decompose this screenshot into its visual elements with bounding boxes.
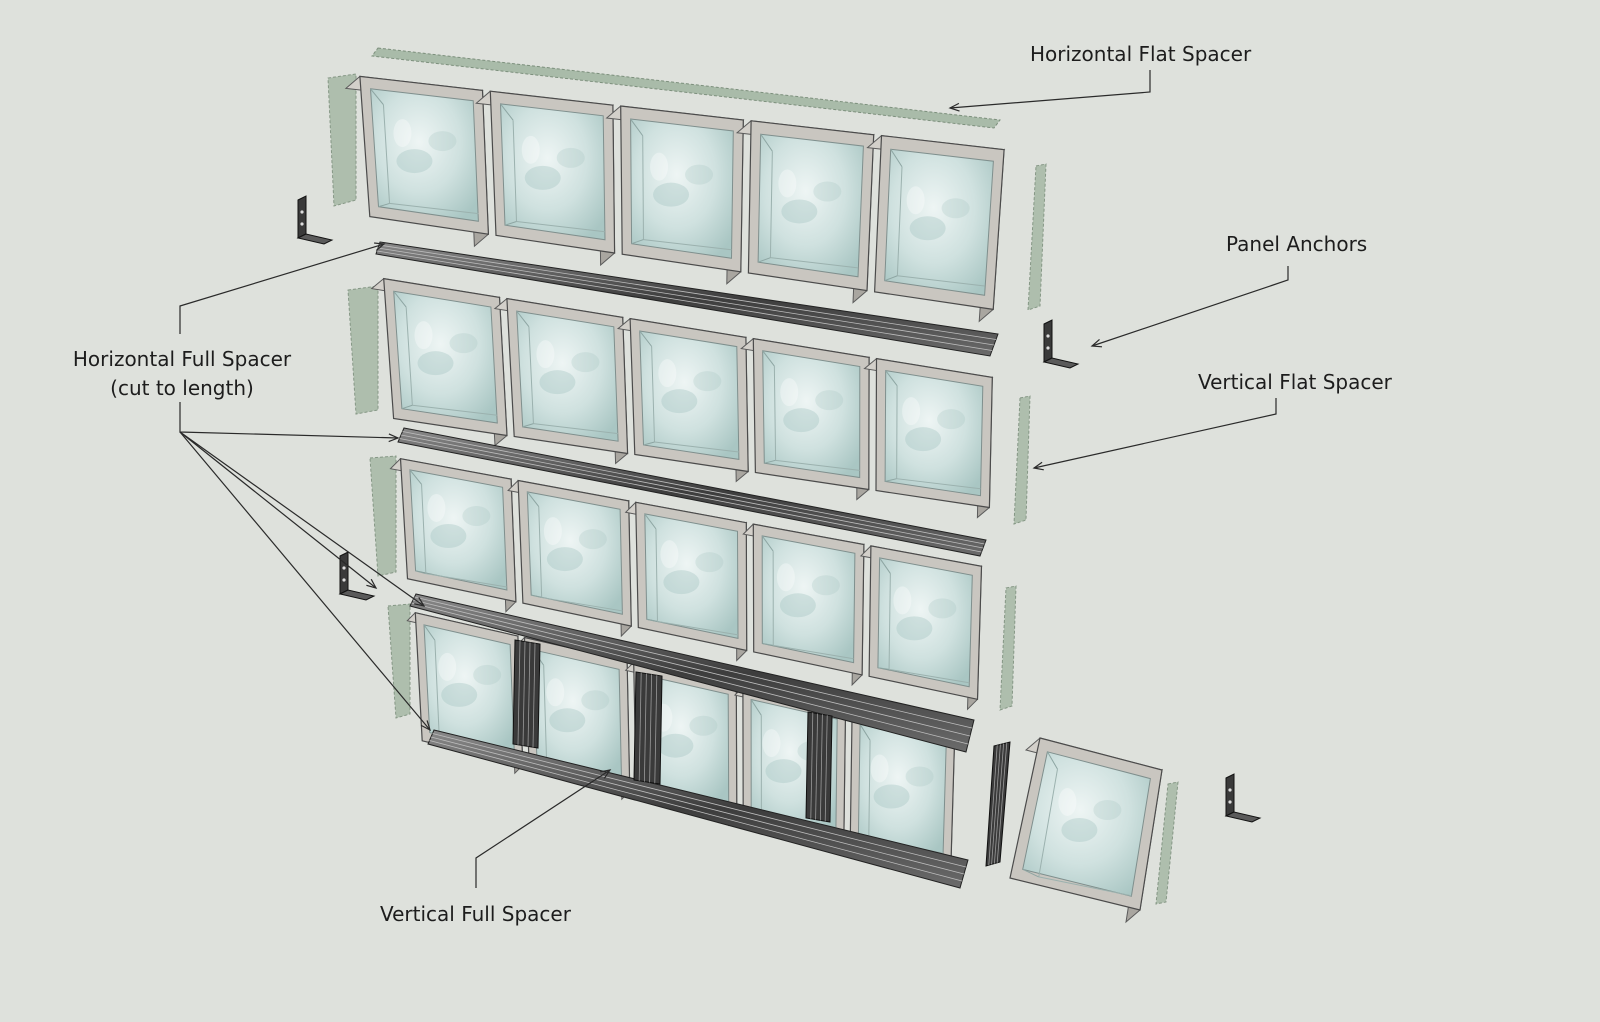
glass-block — [372, 279, 507, 446]
vertical-full-spacer — [986, 742, 1010, 866]
leader-line — [1092, 266, 1288, 346]
panel-anchor — [340, 552, 374, 600]
panel-anchor — [1226, 774, 1260, 822]
vertical-full-spacer — [513, 640, 540, 748]
glass-block — [508, 481, 631, 637]
vertical-flat-spacer — [388, 604, 410, 718]
loose-glass-block — [1010, 738, 1162, 922]
glass-block — [865, 359, 993, 518]
glass-block — [737, 121, 874, 303]
glass-block — [626, 502, 747, 660]
glass-block — [495, 299, 628, 464]
vertical-full-spacer — [806, 712, 832, 822]
horizontal-full-spacer-text: Horizontal Full Spacer — [62, 345, 302, 374]
vertical-flat-spacer — [1028, 164, 1046, 310]
vertical-flat-spacer — [328, 74, 356, 206]
glass-block — [391, 459, 516, 612]
vertical-flat-spacer — [1000, 586, 1016, 710]
glass-block — [861, 546, 982, 709]
glass-block — [743, 524, 864, 685]
glass-block — [868, 136, 1005, 322]
cut-to-length-text: (cut to length) — [62, 374, 302, 403]
vertical-full-spacer-text: Vertical Full Spacer — [380, 902, 571, 926]
glass-block — [741, 339, 869, 500]
vertical-flat-spacer — [348, 286, 378, 414]
vertical-full-spacer-label: Vertical Full Spacer — [380, 900, 571, 929]
vertical-flat-spacer-label: Vertical Flat Spacer — [1198, 368, 1392, 397]
vertical-flat-spacer — [1156, 782, 1178, 904]
horizontal-flat-spacer-label: Horizontal Flat Spacer — [1030, 40, 1251, 69]
glass-block — [346, 76, 489, 246]
panel-anchors-label: Panel Anchors — [1226, 230, 1367, 259]
horizontal-flat-spacer-text: Horizontal Flat Spacer — [1030, 42, 1251, 66]
leader-line — [950, 70, 1150, 108]
leader-line — [1034, 398, 1276, 468]
vertical-flat-spacer — [1014, 396, 1030, 524]
panel-anchor — [298, 196, 332, 244]
glass-block — [618, 319, 748, 482]
vertical-flat-spacer — [370, 456, 396, 576]
vertical-flat-spacer-text: Vertical Flat Spacer — [1198, 370, 1392, 394]
vertical-full-spacer — [634, 672, 662, 784]
panel-anchor — [1044, 320, 1078, 368]
leader-line — [180, 432, 376, 588]
horizontal-full-spacer-label: Horizontal Full Spacer (cut to length) — [62, 345, 302, 403]
glass-block — [476, 91, 614, 265]
glass-block — [607, 106, 744, 284]
panel-anchors-text: Panel Anchors — [1226, 232, 1367, 256]
